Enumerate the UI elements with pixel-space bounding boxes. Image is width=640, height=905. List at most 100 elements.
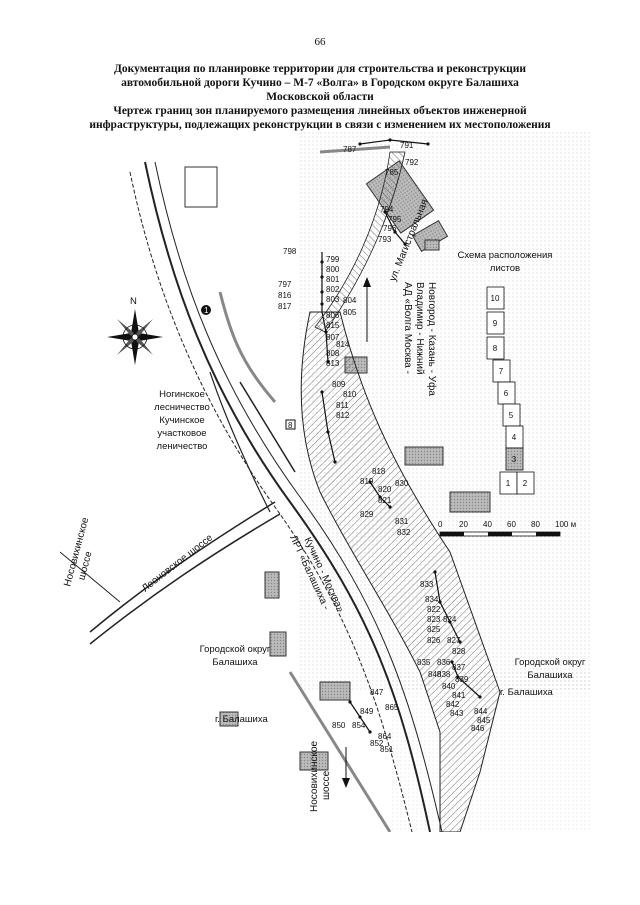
svg-text:818: 818	[372, 467, 386, 476]
svg-text:791: 791	[400, 141, 414, 150]
svg-text:20: 20	[459, 520, 468, 529]
svg-text:809: 809	[332, 380, 346, 389]
g-balashikha-right: г. Балашиха	[500, 687, 554, 698]
title-line: инфраструктуры, подлежащих реконструкции…	[89, 119, 551, 131]
svg-text:леничество: леничество	[157, 441, 208, 452]
svg-text:80: 80	[531, 520, 540, 529]
svg-text:820: 820	[378, 485, 392, 494]
svg-text:участковое: участковое	[157, 428, 206, 439]
svg-text:825: 825	[427, 625, 441, 634]
svg-text:845: 845	[477, 716, 491, 725]
svg-text:819: 819	[360, 477, 374, 486]
svg-text:851: 851	[380, 745, 394, 754]
svg-text:1: 1	[506, 479, 511, 488]
svg-text:шоссе: шоссе	[321, 770, 332, 800]
point-labels: 787 791 792 785 794 795 796 793 798 799 …	[278, 141, 491, 754]
svg-text:812: 812	[336, 411, 350, 420]
svg-text:802: 802	[326, 285, 340, 294]
svg-text:794: 794	[380, 205, 394, 214]
svg-text:Новгород - Казань - Уфа: Новгород - Казань - Уфа	[426, 282, 438, 396]
svg-text:10: 10	[491, 294, 500, 303]
svg-text:846: 846	[471, 724, 485, 733]
title-line: Документация по планировке территории дл…	[114, 63, 526, 75]
svg-text:850: 850	[332, 721, 346, 730]
svg-text:797: 797	[278, 280, 292, 289]
svg-text:837: 837	[452, 663, 466, 672]
svg-text:854: 854	[352, 721, 366, 730]
page-number: 66	[314, 36, 326, 48]
svg-text:816: 816	[278, 291, 292, 300]
svg-text:798: 798	[283, 247, 297, 256]
svg-text:листов: листов	[490, 263, 520, 274]
svg-text:843: 843	[450, 709, 464, 718]
svg-text:9: 9	[493, 319, 498, 328]
svg-text:848: 848	[428, 670, 442, 679]
svg-text:804: 804	[343, 296, 357, 305]
svg-text:832: 832	[397, 528, 411, 537]
gorodskoy-okrug-right: Городской округ Балашиха	[515, 657, 586, 681]
svg-text:Владимир - Нижний: Владимир - Нижний	[414, 282, 425, 375]
svg-text:787: 787	[343, 145, 357, 154]
leonovskoe-label: Леоновское шоссе	[140, 532, 215, 594]
svg-text:8: 8	[288, 421, 293, 430]
nosovikhinskoe-bottom-label: Носовихинское шоссе	[309, 740, 332, 812]
svg-text:842: 842	[446, 700, 460, 709]
svg-text:811: 811	[336, 401, 349, 410]
svg-text:828: 828	[452, 647, 466, 656]
map-marker-8: 8	[285, 419, 296, 430]
svg-text:814: 814	[336, 340, 350, 349]
svg-text:839: 839	[455, 675, 469, 684]
svg-text:841: 841	[452, 691, 466, 700]
svg-text:833: 833	[420, 580, 434, 589]
nosovikhinskoe-top-label: Носовихинское шоссе	[62, 516, 94, 588]
svg-text:Схема расположения: Схема расположения	[458, 250, 553, 261]
svg-text:849: 849	[360, 707, 374, 716]
svg-text:Балашиха: Балашиха	[212, 657, 258, 668]
road-ad-label: АД «Волга Москва - Владимир - Нижний Нов…	[402, 282, 438, 396]
svg-text:100 м: 100 м	[555, 520, 576, 529]
svg-text:852: 852	[370, 739, 384, 748]
title-line: Московской области	[266, 91, 374, 103]
svg-text:2: 2	[523, 479, 528, 488]
svg-text:826: 826	[427, 636, 441, 645]
svg-text:Кучинское: Кучинское	[159, 415, 204, 426]
svg-text:0: 0	[438, 520, 443, 529]
svg-text:831: 831	[395, 517, 409, 526]
svg-text:822: 822	[427, 605, 441, 614]
svg-text:807: 807	[326, 333, 340, 342]
svg-text:805: 805	[343, 308, 357, 317]
compass-rose-icon	[107, 309, 163, 365]
svg-text:864: 864	[378, 732, 392, 741]
svg-text:800: 800	[326, 265, 340, 274]
svg-text:АД «Волга Москва -: АД «Волга Москва -	[402, 282, 413, 374]
svg-text:6: 6	[504, 389, 509, 398]
svg-text:785: 785	[385, 168, 399, 177]
compass-north-label: N	[130, 296, 137, 307]
sheet-layout-scheme: Схема расположения листов 10 9 8 7 6 5 4…	[458, 250, 553, 495]
svg-text:лесничество: лесничество	[154, 402, 210, 413]
svg-text:834: 834	[425, 595, 439, 604]
direction-arrow-down-icon	[342, 747, 350, 788]
svg-text:796: 796	[383, 224, 397, 233]
forest-label: Ногинское лесничество Кучинское участков…	[154, 389, 210, 452]
svg-text:795: 795	[388, 215, 402, 224]
svg-text:813: 813	[326, 359, 340, 368]
svg-text:836: 836	[437, 658, 451, 667]
svg-text:840: 840	[442, 682, 456, 691]
direction-arrow-icon	[363, 277, 371, 342]
svg-text:815: 815	[326, 321, 340, 330]
map-marker-1: 1	[201, 305, 211, 315]
gorodskoy-okrug-left: Городской округ Балашиха	[200, 644, 271, 668]
svg-text:7: 7	[499, 367, 504, 376]
svg-text:835: 835	[417, 658, 431, 667]
svg-text:799: 799	[326, 255, 340, 264]
svg-text:817: 817	[278, 302, 292, 311]
svg-text:Носовихинское: Носовихинское	[309, 740, 320, 812]
svg-text:844: 844	[474, 707, 488, 716]
point-markers	[320, 138, 482, 734]
svg-text:Городской округ: Городской округ	[515, 657, 586, 668]
svg-text:808: 808	[326, 349, 340, 358]
svg-text:792: 792	[405, 158, 419, 167]
road-network	[60, 145, 443, 832]
svg-text:4: 4	[512, 433, 517, 442]
